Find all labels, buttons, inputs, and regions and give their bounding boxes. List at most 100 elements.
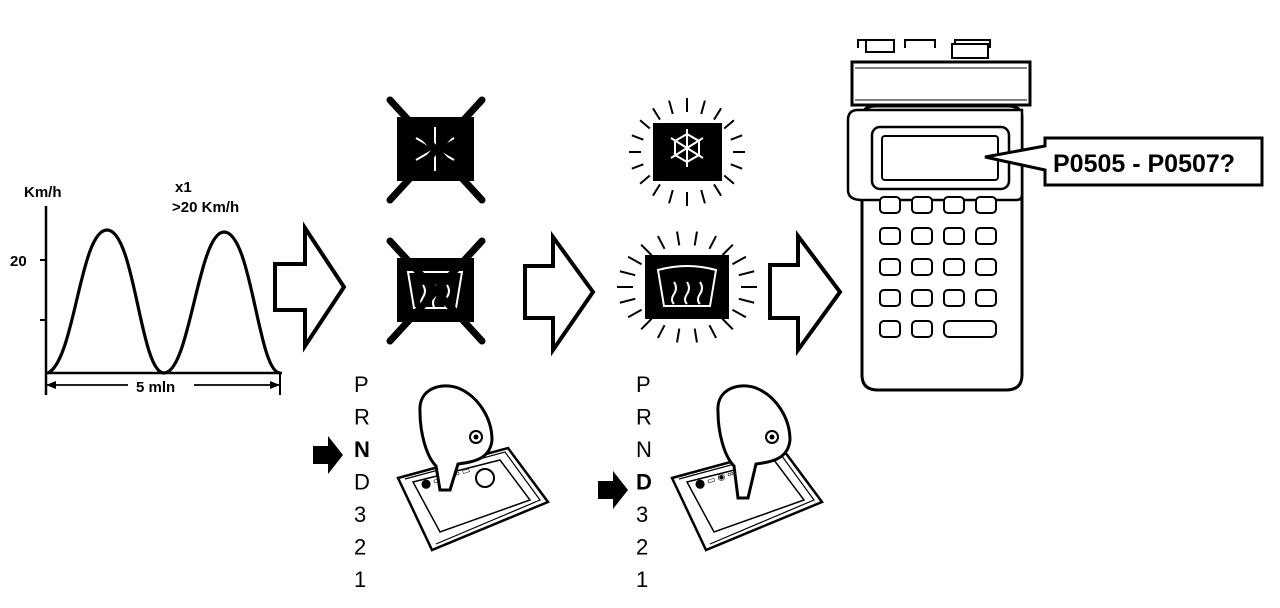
keypad-key bbox=[943, 227, 965, 245]
glow-ray bbox=[652, 107, 661, 121]
glow-ray bbox=[693, 231, 698, 246]
keypad-key bbox=[879, 196, 901, 214]
glow-ray bbox=[721, 318, 734, 331]
duration-label: 5 mln bbox=[136, 379, 175, 396]
keypad-key bbox=[911, 227, 933, 245]
cross-line bbox=[386, 237, 486, 345]
speed-unit-label: Km/h bbox=[24, 184, 62, 201]
glow-ray bbox=[631, 163, 644, 170]
defrost-icon-crossed bbox=[386, 237, 486, 345]
flow-arrow-3 bbox=[768, 230, 843, 357]
glow-ray bbox=[640, 318, 653, 331]
glow-ray bbox=[721, 243, 734, 256]
selected-gear-pointer bbox=[313, 436, 343, 474]
glow-ray bbox=[700, 100, 706, 115]
snowflake-icon bbox=[670, 129, 704, 167]
keypad-key bbox=[879, 320, 901, 338]
keypad-key bbox=[911, 320, 933, 338]
keypad-key bbox=[911, 196, 933, 214]
keypad-key bbox=[911, 289, 933, 307]
glow-ray bbox=[723, 174, 735, 185]
gear-letter-2: 2 bbox=[354, 535, 366, 560]
cross-line bbox=[386, 96, 486, 204]
tool-display-screen bbox=[881, 135, 999, 181]
speed-graph: Km/h x1 >20 Km/h 20 5 mln bbox=[10, 179, 282, 396]
keypad-key bbox=[911, 258, 933, 276]
glow-ray bbox=[676, 328, 681, 343]
threshold-label: >20 Km/h bbox=[172, 199, 239, 216]
gear-letter-D: D bbox=[636, 470, 652, 495]
keypad-key bbox=[975, 227, 997, 245]
flow-arrow-2 bbox=[523, 230, 596, 357]
glow-ray bbox=[657, 235, 666, 250]
glow-ray bbox=[619, 270, 636, 277]
gear-letter-1: 1 bbox=[636, 567, 648, 592]
gear-letter-P: P bbox=[354, 372, 369, 397]
diagnostic-scan-tool: P0505 - P0507? bbox=[846, 39, 1264, 392]
keypad-key bbox=[975, 289, 997, 307]
keypad-key bbox=[943, 289, 965, 307]
dtc-callout-bubble bbox=[984, 136, 1264, 187]
glow-ray bbox=[738, 270, 755, 277]
gear-letter-3: 3 bbox=[636, 502, 648, 527]
glow-ray bbox=[627, 255, 643, 266]
glow-ray bbox=[730, 163, 743, 170]
flow-arrow-1 bbox=[273, 221, 347, 353]
gear-letter-N: N bbox=[636, 437, 652, 462]
glow-ray bbox=[639, 119, 651, 130]
speed-curve bbox=[47, 228, 281, 375]
repeat-label: x1 bbox=[175, 179, 192, 196]
glow-ray bbox=[639, 174, 651, 185]
rear-defroster-icon bbox=[656, 265, 718, 307]
gear-letter-N: N bbox=[354, 437, 370, 462]
y-tick-label: 20 bbox=[10, 253, 27, 270]
glow-ray bbox=[693, 328, 698, 343]
keypad-key bbox=[975, 196, 997, 214]
glow-ray bbox=[619, 297, 636, 304]
keypad-key bbox=[943, 258, 965, 276]
glow-ray bbox=[700, 189, 706, 204]
keypad-key bbox=[975, 258, 997, 276]
ac-icon-crossed bbox=[386, 96, 486, 204]
keypad-key bbox=[879, 289, 901, 307]
ac-icon-on bbox=[629, 98, 745, 206]
duration-label-bg bbox=[128, 378, 194, 394]
keypad-key bbox=[879, 227, 901, 245]
glow-rays bbox=[629, 98, 745, 206]
duration-arrow-right-head bbox=[270, 381, 280, 389]
connector-port bbox=[951, 43, 989, 59]
gear-lever-illustration: ⬤ ▭ ◉ ∞ ▭ bbox=[670, 384, 824, 552]
glow-ray bbox=[640, 243, 653, 256]
glow-rays bbox=[617, 231, 757, 343]
tool-head bbox=[850, 60, 1032, 107]
glow-ray bbox=[708, 324, 717, 339]
gear-letter-R: R bbox=[636, 405, 652, 430]
glow-ray bbox=[627, 308, 643, 319]
connector-port bbox=[865, 39, 895, 53]
glow-ray bbox=[731, 308, 747, 319]
gear-letter-2: 2 bbox=[636, 535, 648, 560]
gear-letter-P: P bbox=[636, 372, 651, 397]
glow-ray bbox=[708, 235, 717, 250]
keypad-key bbox=[943, 196, 965, 214]
gear-letter-R: R bbox=[354, 405, 370, 430]
glow-ray bbox=[652, 183, 661, 197]
glow-ray bbox=[668, 100, 674, 115]
tool-keypad bbox=[879, 196, 997, 338]
gear-letter-1: 1 bbox=[354, 567, 366, 592]
glow-ray bbox=[631, 134, 644, 141]
glow-ray bbox=[676, 231, 681, 246]
glow-ray bbox=[713, 183, 722, 197]
selected-gear-pointer bbox=[598, 471, 628, 509]
duration-arrow-left-head bbox=[46, 381, 56, 389]
glow-ray bbox=[738, 297, 755, 304]
dtc-code-label: P0505 - P0507? bbox=[1053, 150, 1235, 178]
glow-ray bbox=[657, 324, 666, 339]
keypad-enter-key bbox=[943, 320, 997, 338]
glow-ray bbox=[730, 134, 743, 141]
